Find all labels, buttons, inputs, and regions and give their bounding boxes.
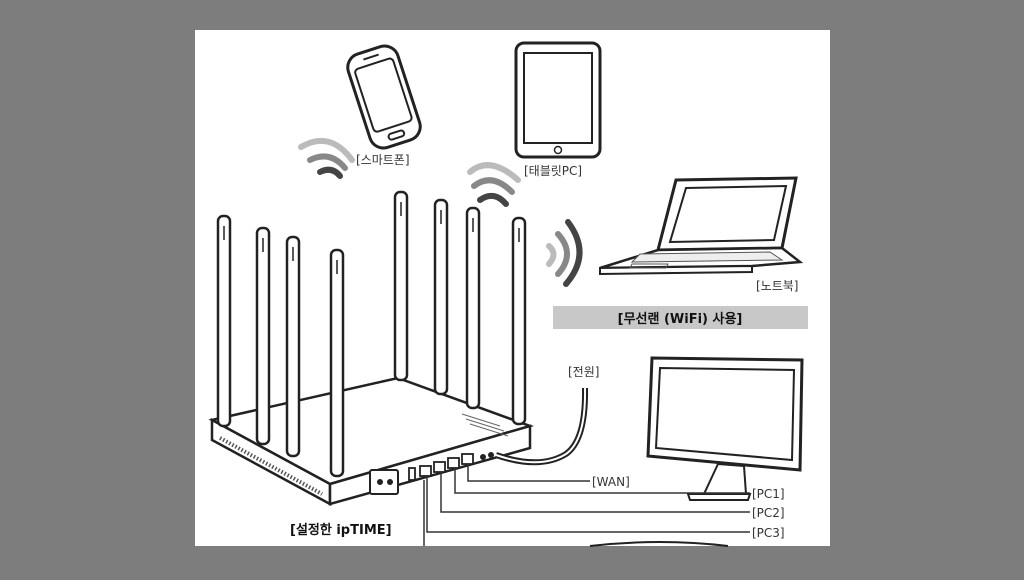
- pc1-label: [PC1]: [752, 487, 785, 501]
- wifi-usage-banner: [553, 306, 808, 329]
- smartphone-label: [스마트폰]: [356, 153, 410, 167]
- monitor-icon: [646, 356, 804, 501]
- smartphone-icon: [346, 44, 422, 150]
- wifi-usage-label: [무선랜 (WiFi) 사용]: [618, 311, 743, 327]
- pc2-label: [PC2]: [752, 506, 785, 520]
- tablet-icon: [514, 41, 602, 159]
- router-antennas: [216, 190, 527, 478]
- wifi-signal-icon-tablet: [467, 162, 521, 207]
- cropped-cable: [589, 541, 729, 547]
- wifi-signal-icon-phone: [298, 137, 355, 179]
- router-label: [설정한 ipTIME]: [290, 522, 392, 538]
- wifi-signal-icon-laptop: [546, 219, 583, 287]
- laptop-label: [노트북]: [756, 279, 798, 293]
- network-cables: [423, 464, 750, 546]
- laptop-icon: [599, 176, 804, 276]
- power-label: [전원]: [568, 365, 599, 379]
- pc3-label: [PC3]: [752, 526, 785, 540]
- wan-label: [WAN]: [592, 475, 630, 489]
- tablet-label: [태블릿PC]: [524, 164, 582, 178]
